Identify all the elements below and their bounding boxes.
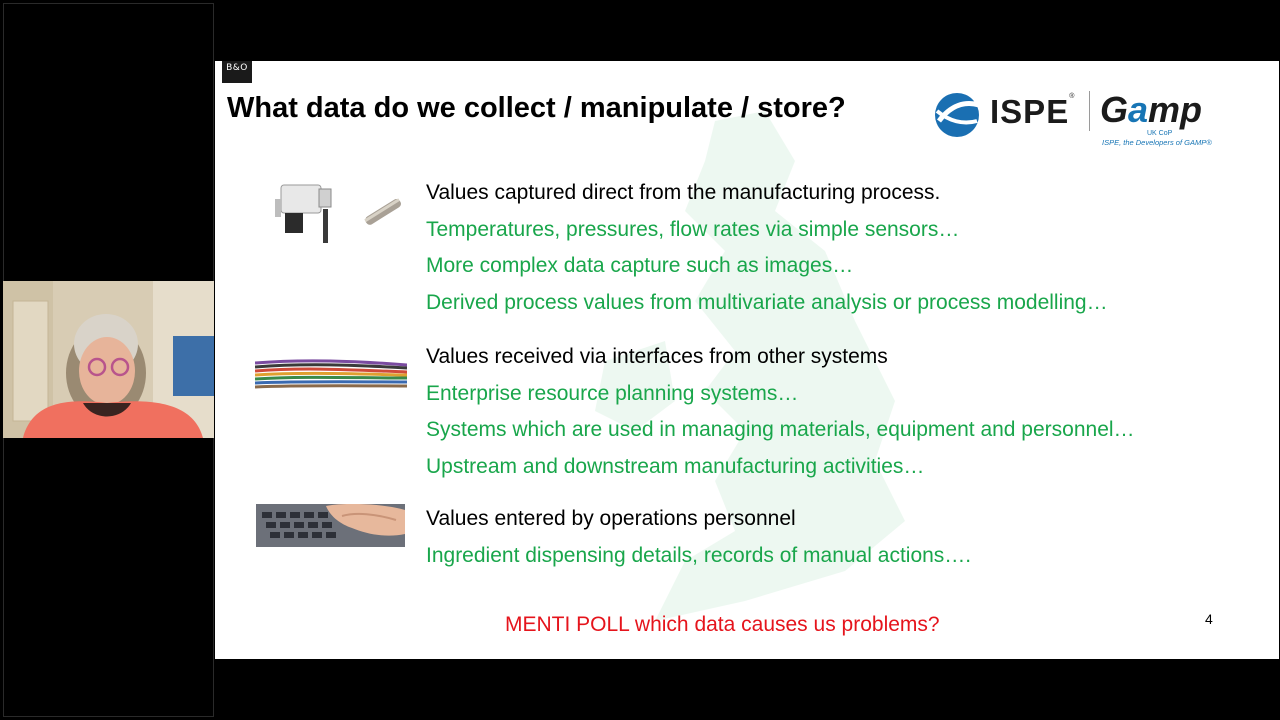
list-item: Ingredient dispensing details, records o… xyxy=(426,543,972,567)
section-process-values: Values captured direct from the manufact… xyxy=(426,175,1108,321)
list-item: Temperatures, pressures, flow rates via … xyxy=(426,217,960,241)
speaker-webcam-video xyxy=(3,281,214,438)
slide-page-number: 4 xyxy=(1205,611,1213,627)
presentation-slide: B&O What data do we collect / manipulate… xyxy=(215,61,1279,659)
ispe-tagline: ISPE, the Developers of GAMP® xyxy=(1102,138,1212,147)
gamp-wordmark: Gamp xyxy=(1100,89,1203,130)
section-heading: Values entered by operations personnel xyxy=(426,507,796,530)
menti-poll-prompt: MENTI POLL which data causes us problems… xyxy=(505,613,940,636)
list-item: Systems which are used in managing mater… xyxy=(426,418,1135,441)
section-entered-values: Values entered by operations personnel I… xyxy=(426,501,971,574)
ispe-globe-icon xyxy=(935,93,980,137)
list-item: Upstream and downstream manufacturing ac… xyxy=(426,454,925,478)
section-heading: Values captured direct from the manufact… xyxy=(426,181,941,204)
industrial-camera-image xyxy=(275,184,332,243)
list-item: Enterprise resource planning systems… xyxy=(426,381,799,405)
uk-cop-label: UK CoP xyxy=(1147,130,1173,137)
section-heading: Values received via interfaces from othe… xyxy=(426,345,888,368)
ispe-wordmark: ISPE® xyxy=(990,93,1076,130)
section-interface-values: Values received via interfaces from othe… xyxy=(426,339,1135,485)
sensor-probe-image xyxy=(364,198,401,225)
slide-title: What data do we collect / manipulate / s… xyxy=(227,92,846,124)
logo-divider xyxy=(1089,91,1090,131)
cables-image xyxy=(255,359,407,389)
list-item: Derived process values from multivariate… xyxy=(426,290,1108,314)
list-item: More complex data capture such as images… xyxy=(426,254,854,277)
uk-map-watermark xyxy=(595,111,905,621)
bang-olufsen-logo: B&O xyxy=(222,61,252,83)
ispe-gamp-logo: ISPE® Gamp UK CoP ISPE, the Developers o… xyxy=(933,89,1233,151)
keyboard-typing-image xyxy=(256,504,405,547)
